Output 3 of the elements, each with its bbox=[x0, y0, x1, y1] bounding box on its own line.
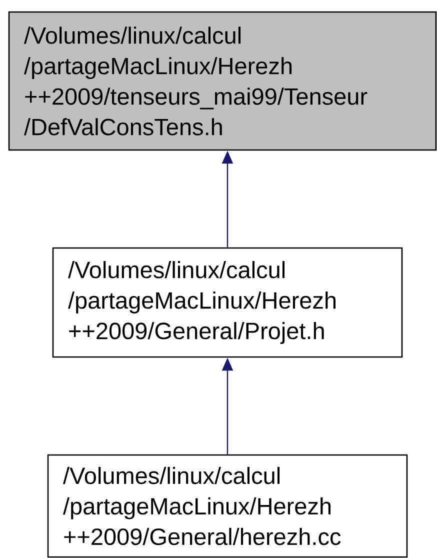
file-box: /Volumes/linux/calcul /partageMacLinux/Herezh ++2009/General/herezh.cc bbox=[47, 454, 408, 558]
file-box: /Volumes/linux/calcul /partageMacLinux/Herezh ++2009/General/Projet.h bbox=[52, 247, 403, 358]
file-box: /Volumes/linux/calcul /partageMacLinux/Herezh ++2009/tenseurs_mai99/Tenseur /DefValConsTens.h bbox=[8, 11, 437, 151]
